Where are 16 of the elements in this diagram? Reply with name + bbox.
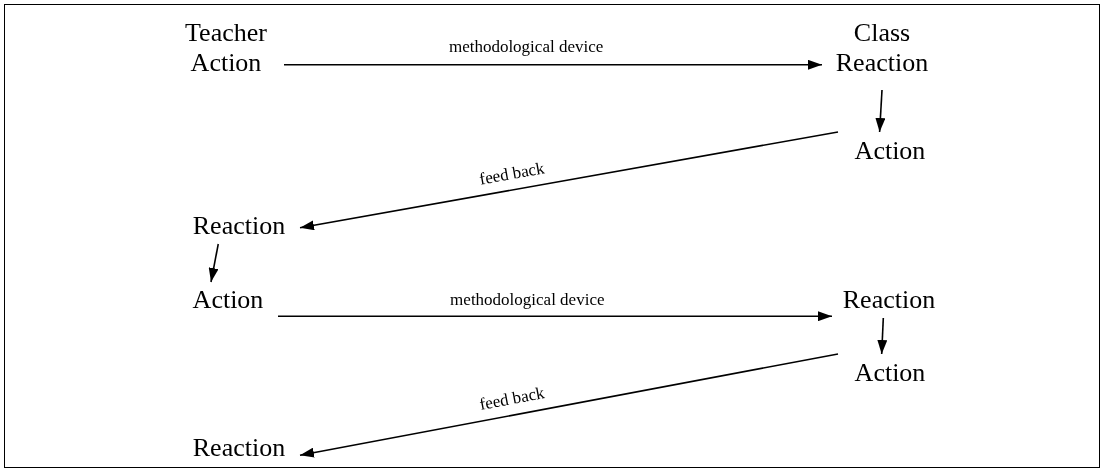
node-label: Action	[178, 282, 278, 318]
edge-label: methodological device	[448, 290, 607, 311]
arrow	[277, 311, 833, 322]
node-label: Action	[838, 354, 942, 392]
arrow	[299, 353, 839, 459]
arrow	[283, 59, 823, 70]
arrow	[207, 243, 220, 283]
node-label: Teacher Action	[168, 6, 284, 90]
node-label: Class Reaction	[822, 6, 942, 90]
node-label: Reaction	[178, 430, 300, 466]
node-label: Action	[838, 132, 942, 170]
arrow	[877, 317, 888, 355]
node-label: Reaction	[832, 282, 946, 318]
arrow	[875, 89, 886, 133]
node-label: Reaction	[178, 208, 300, 244]
arrow	[299, 131, 839, 231]
